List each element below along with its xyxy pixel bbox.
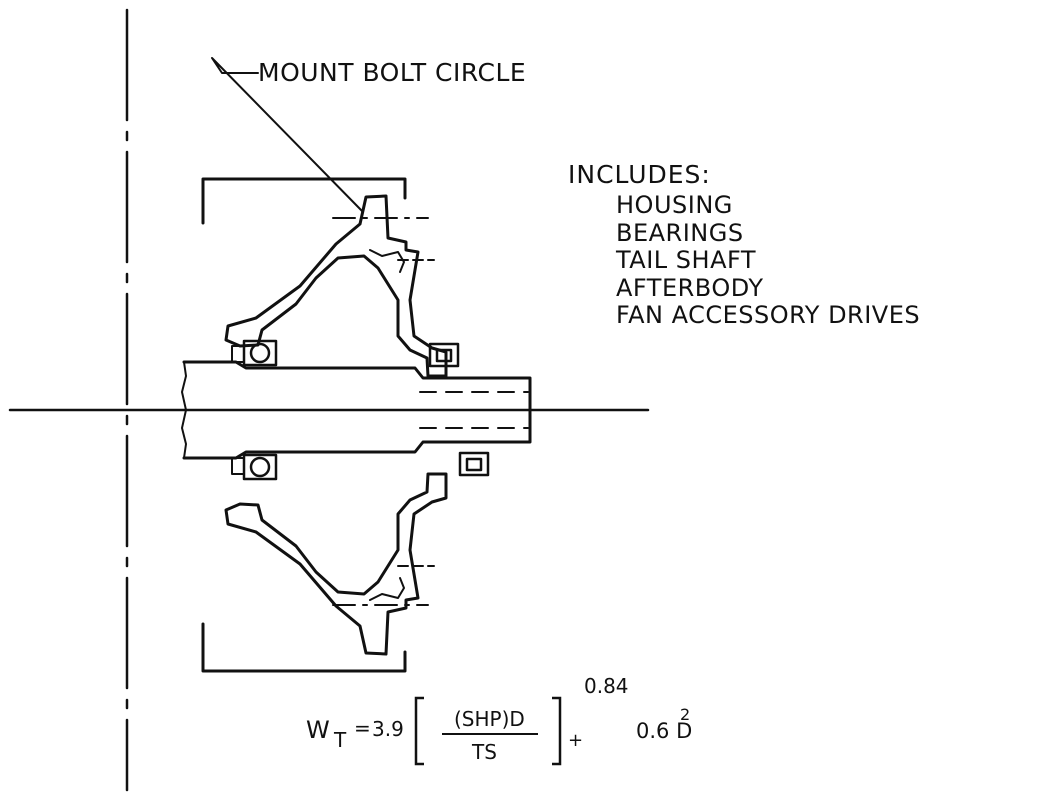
formula-plus: + [568, 730, 584, 751]
includes-list: HOUSING BEARINGS TAIL SHAFT AFTERBODY FA… [568, 191, 921, 330]
formula-numerator: (SHP)D [454, 707, 525, 731]
list-item: HOUSING [616, 191, 733, 219]
formula-w: W [306, 716, 330, 744]
lower-housing [224, 472, 448, 656]
includes-list-block: INCLUDES: HOUSING BEARINGS TAIL SHAFT AF… [568, 162, 920, 330]
formula-denominator: TS [472, 740, 497, 764]
weight-formula: W T = 3.9 (SHP)D TS 0.84 + 0.6 D 2 [306, 670, 726, 770]
tail-shaft [182, 360, 532, 460]
includes-heading: INCLUDES: [568, 160, 711, 189]
upper-housing-inner [369, 249, 405, 273]
shaft-break-line [181, 361, 187, 459]
upper-right-bearing [428, 342, 460, 368]
mount-leader-line [211, 57, 364, 213]
envelope-bracket-top [201, 177, 407, 225]
formula-second-term: 0.6 D [636, 719, 693, 743]
lower-right-bearing [458, 451, 490, 477]
list-item: AFTERBODY [616, 273, 764, 302]
mount-bolt-circle-label: MOUNT BOLT CIRCLE [258, 58, 527, 87]
upper-left-bearing [231, 339, 278, 367]
formula-right-bracket [552, 696, 562, 766]
formula-brackets [414, 696, 562, 766]
formula-coefficient: 3.9 [372, 717, 404, 741]
list-item: FAN ACCESSORY DRIVES [616, 301, 921, 329]
envelope-bracket-bottom [201, 622, 407, 673]
list-item: BEARINGS [616, 218, 744, 247]
formula-second-term-exponent: 2 [680, 705, 691, 724]
formula-equals: = [354, 716, 371, 740]
formula-exponent: 0.84 [584, 674, 629, 698]
formula-left-bracket [414, 696, 424, 766]
upper-housing [224, 194, 448, 378]
list-item: TAIL SHAFT [616, 246, 757, 274]
lower-left-bearing [231, 453, 278, 481]
lower-housing-inner [369, 577, 405, 601]
formula-w-subscript: T [334, 728, 347, 752]
